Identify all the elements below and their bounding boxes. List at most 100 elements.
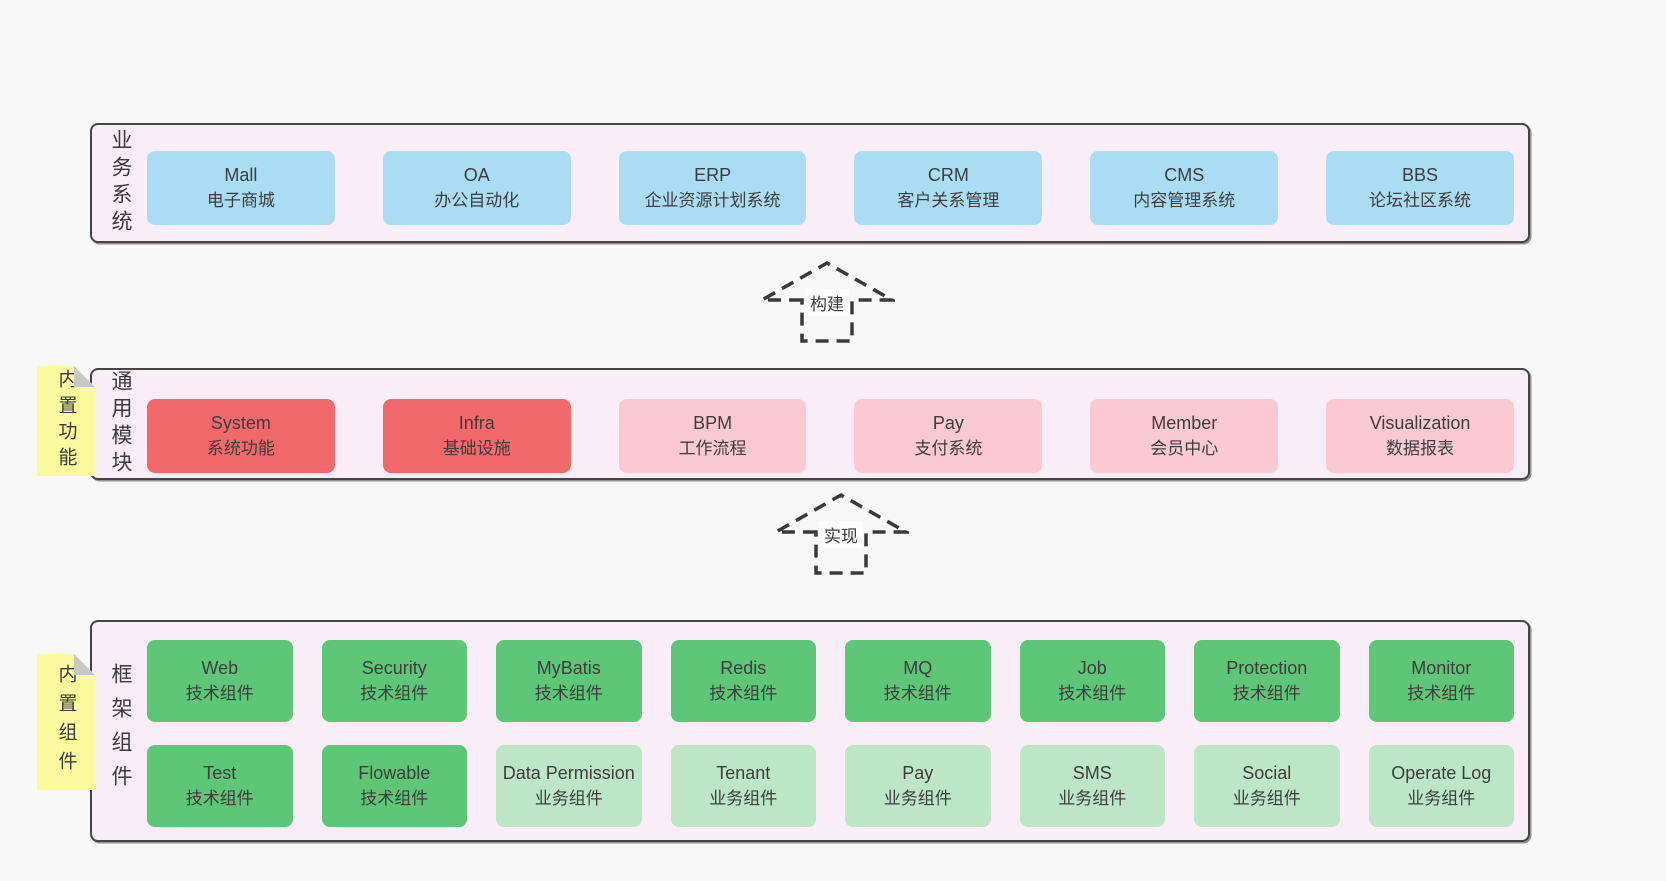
box-subtitle: 技术组件	[1232, 684, 1301, 703]
build-arrow-label: 构建	[805, 289, 849, 316]
box-flowable: Flowable 技术组件	[321, 745, 467, 827]
box-data-permission: Data Permission 业务组件	[496, 745, 642, 827]
box-member: Member 会员中心	[1090, 399, 1279, 473]
up-arrow-icon	[759, 260, 895, 343]
box-pay: Pay 支付系统	[854, 399, 1043, 473]
box-security: Security 技术组件	[321, 640, 467, 722]
box-visualization: Visualization 数据报表	[1326, 399, 1514, 473]
box-name: Security	[361, 658, 427, 678]
box-subtitle: 技术组件	[360, 789, 429, 808]
box-cms: CMS 内容管理系统	[1090, 151, 1279, 225]
box-social: Social 业务组件	[1194, 745, 1340, 827]
business-band-label: 业务系统	[109, 129, 132, 237]
box-subtitle: 业务组件	[709, 789, 778, 808]
box-tenant: Tenant 业务组件	[670, 745, 816, 827]
box-test: Test 技术组件	[147, 745, 293, 827]
box-name: CRM	[927, 165, 969, 185]
box-subtitle: 工作流程	[678, 439, 747, 458]
box-operate-log: Operate Log 业务组件	[1368, 745, 1514, 827]
framework-components-band: 框架组件 Web 技术组件 Security 技术组件 MyBatis 技术组件…	[90, 620, 1530, 842]
box-subtitle: 论坛社区系统	[1369, 191, 1472, 210]
box-name: MyBatis	[536, 658, 601, 678]
box-subtitle: 技术组件	[883, 684, 952, 703]
modules-box-row: System 系统功能 Infra 基础设施 BPM 工作流程 Pay 支付系统…	[147, 399, 1514, 473]
box-subtitle: 客户关系管理	[897, 191, 1000, 210]
box-subtitle: 内容管理系统	[1133, 191, 1236, 210]
box-name: Flowable	[358, 763, 431, 783]
box-subtitle: 支付系统	[914, 439, 983, 458]
business-systems-band: 业务系统 Mall 电子商城 OA 办公自动化 ERP 企业资源计划系统 CRM…	[90, 123, 1530, 243]
built-in-components-note: 内置组件	[37, 654, 95, 790]
box-name: BPM	[693, 413, 733, 433]
box-subtitle: 技术组件	[534, 684, 603, 703]
box-protection: Protection 技术组件	[1194, 640, 1340, 722]
built-in-features-note: 内置功能	[37, 366, 95, 476]
box-web: Web 技术组件	[147, 640, 293, 722]
box-pay-business: Pay 业务组件	[845, 745, 991, 827]
box-bpm: BPM 工作流程	[618, 399, 807, 473]
box-name: Member	[1151, 413, 1218, 433]
box-subtitle: 电子商城	[206, 191, 275, 210]
box-subtitle: 业务组件	[1407, 789, 1476, 808]
framework-band-label: 框架组件	[109, 663, 132, 799]
box-subtitle: 办公自动化	[434, 191, 520, 210]
note-text: 内置功能	[55, 369, 77, 473]
box-subtitle: 业务组件	[883, 789, 952, 808]
framework-box-row-2: Test 技术组件 Flowable 技术组件 Data Permission …	[147, 745, 1514, 827]
box-redis: Redis 技术组件	[670, 640, 816, 722]
box-subtitle: 会员中心	[1150, 439, 1219, 458]
box-subtitle: 企业资源计划系统	[644, 191, 781, 210]
box-name: Data Permission	[502, 763, 635, 783]
box-subtitle: 数据报表	[1386, 439, 1455, 458]
box-name: SMS	[1072, 763, 1112, 783]
box-subtitle: 系统功能	[206, 439, 275, 458]
box-subtitle: 基础设施	[442, 439, 511, 458]
box-subtitle: 技术组件	[1058, 684, 1127, 703]
box-system: System 系统功能	[147, 399, 335, 473]
box-subtitle: 业务组件	[1232, 789, 1301, 808]
up-arrow-icon	[773, 492, 909, 575]
box-name: Visualization	[1369, 413, 1471, 433]
box-name: BBS	[1402, 165, 1439, 185]
box-name: Job	[1077, 658, 1107, 678]
box-name: System	[210, 413, 271, 433]
box-name: Redis	[720, 658, 767, 678]
box-job: Job 技术组件	[1019, 640, 1165, 722]
box-mq: MQ 技术组件	[845, 640, 991, 722]
box-name: Pay	[932, 413, 964, 433]
box-subtitle: 技术组件	[185, 789, 254, 808]
implement-arrow: 实现	[773, 488, 909, 576]
build-arrow: 构建	[759, 256, 895, 344]
box-subtitle: 技术组件	[185, 684, 254, 703]
common-modules-band: 通用模块 System 系统功能 Infra 基础设施 BPM 工作流程 Pay…	[90, 368, 1530, 480]
box-subtitle: 业务组件	[534, 789, 603, 808]
box-mybatis: MyBatis 技术组件	[496, 640, 642, 722]
box-crm: CRM 客户关系管理	[854, 151, 1043, 225]
box-name: CMS	[1164, 165, 1205, 185]
box-name: Monitor	[1411, 658, 1472, 678]
box-name: Mall	[224, 165, 258, 185]
framework-box-row-1: Web 技术组件 Security 技术组件 MyBatis 技术组件 Redi…	[147, 640, 1514, 722]
box-subtitle: 技术组件	[360, 684, 429, 703]
box-name: Tenant	[716, 763, 771, 783]
box-subtitle: 技术组件	[709, 684, 778, 703]
box-name: MQ	[903, 658, 933, 678]
box-infra: Infra 基础设施	[382, 399, 571, 473]
box-bbs: BBS 论坛社区系统	[1326, 151, 1514, 225]
box-subtitle: 技术组件	[1407, 684, 1476, 703]
modules-band-label: 通用模块	[109, 370, 132, 478]
box-name: Pay	[902, 763, 934, 783]
box-name: Social	[1242, 763, 1292, 783]
box-oa: OA 办公自动化	[382, 151, 571, 225]
box-subtitle: 业务组件	[1058, 789, 1127, 808]
note-text: 内置组件	[55, 664, 77, 780]
business-box-row: Mall 电子商城 OA 办公自动化 ERP 企业资源计划系统 CRM 客户关系…	[147, 151, 1514, 225]
box-erp: ERP 企业资源计划系统	[618, 151, 807, 225]
box-sms: SMS 业务组件	[1019, 745, 1165, 827]
box-name: Protection	[1226, 658, 1308, 678]
box-name: ERP	[694, 165, 732, 185]
box-name: Web	[201, 658, 239, 678]
box-name: Operate Log	[1391, 763, 1492, 783]
implement-arrow-label: 实现	[819, 521, 863, 548]
